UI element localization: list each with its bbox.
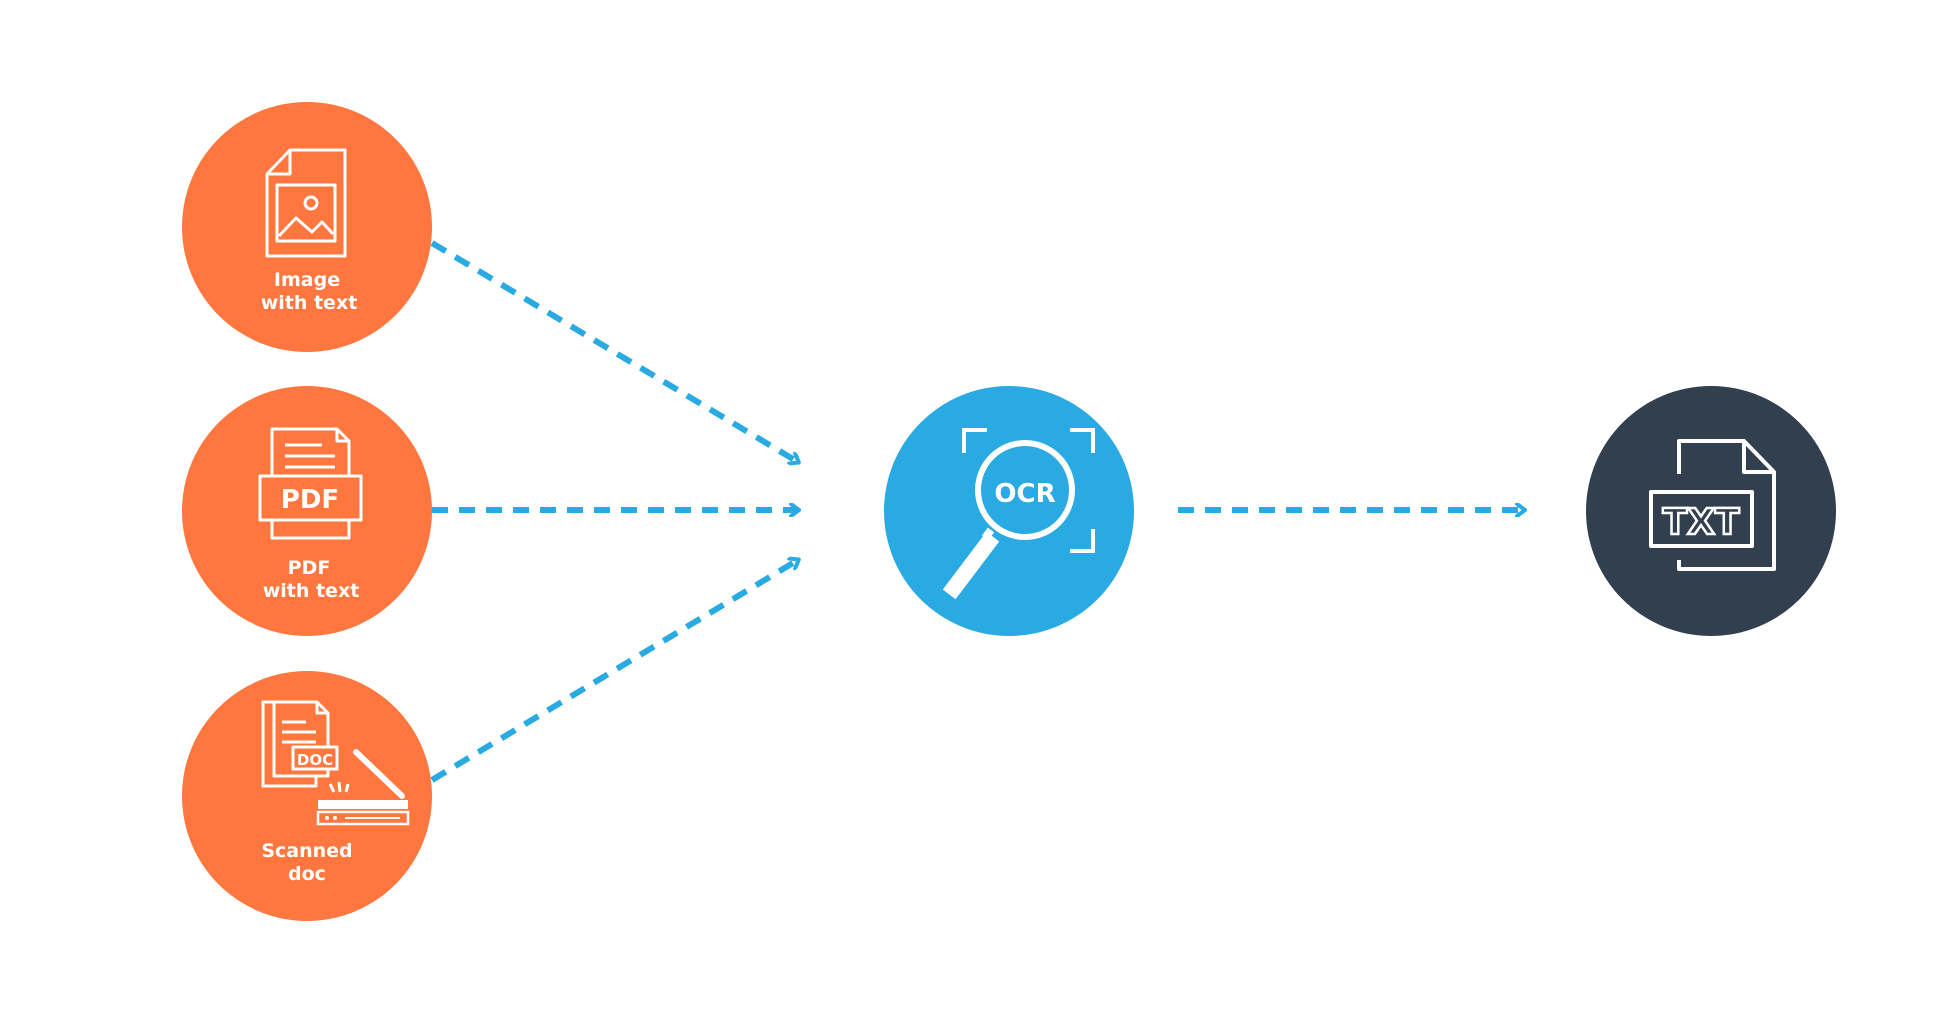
- input-label-line1: Image: [274, 269, 340, 291]
- input-node-pdf: PDF PDF with text: [182, 386, 432, 636]
- ocr-icon-text: OCR: [994, 479, 1055, 509]
- input-label-line2: doc: [288, 863, 326, 885]
- connector-scanned-to-ocr: [430, 560, 798, 783]
- output-node: TXT: [1586, 386, 1836, 636]
- input-node-scanned: DOC Scanned doc: [182, 671, 432, 921]
- magnifier-icon: [942, 440, 1075, 600]
- scan-frame-corners: [962, 428, 1095, 553]
- image-file-icon: [265, 148, 347, 258]
- pdf-icon-text: PDF: [281, 485, 339, 515]
- input-label-line2: with text: [263, 580, 360, 602]
- input-label-line2: with text: [261, 292, 358, 314]
- connector-image-to-ocr: [430, 240, 798, 462]
- node-circle: [884, 386, 1134, 636]
- txt-icon-text: TXT: [1663, 502, 1740, 543]
- input-label-line1: Scanned: [261, 840, 352, 862]
- input-label-line1: PDF: [288, 557, 331, 579]
- pdf-file-icon: [258, 427, 363, 540]
- node-circle: [182, 386, 432, 636]
- ocr-node: OCR: [884, 386, 1134, 636]
- doc-icon-text: DOC: [297, 751, 333, 769]
- scanner-base: [316, 800, 410, 826]
- connectors: [430, 240, 1524, 783]
- scanner-doc-icon: [261, 700, 405, 799]
- input-node-image: Image with text: [182, 102, 432, 352]
- node-circle: [1586, 386, 1836, 636]
- node-circle: [182, 671, 432, 921]
- txt-file-icon: [1649, 439, 1776, 571]
